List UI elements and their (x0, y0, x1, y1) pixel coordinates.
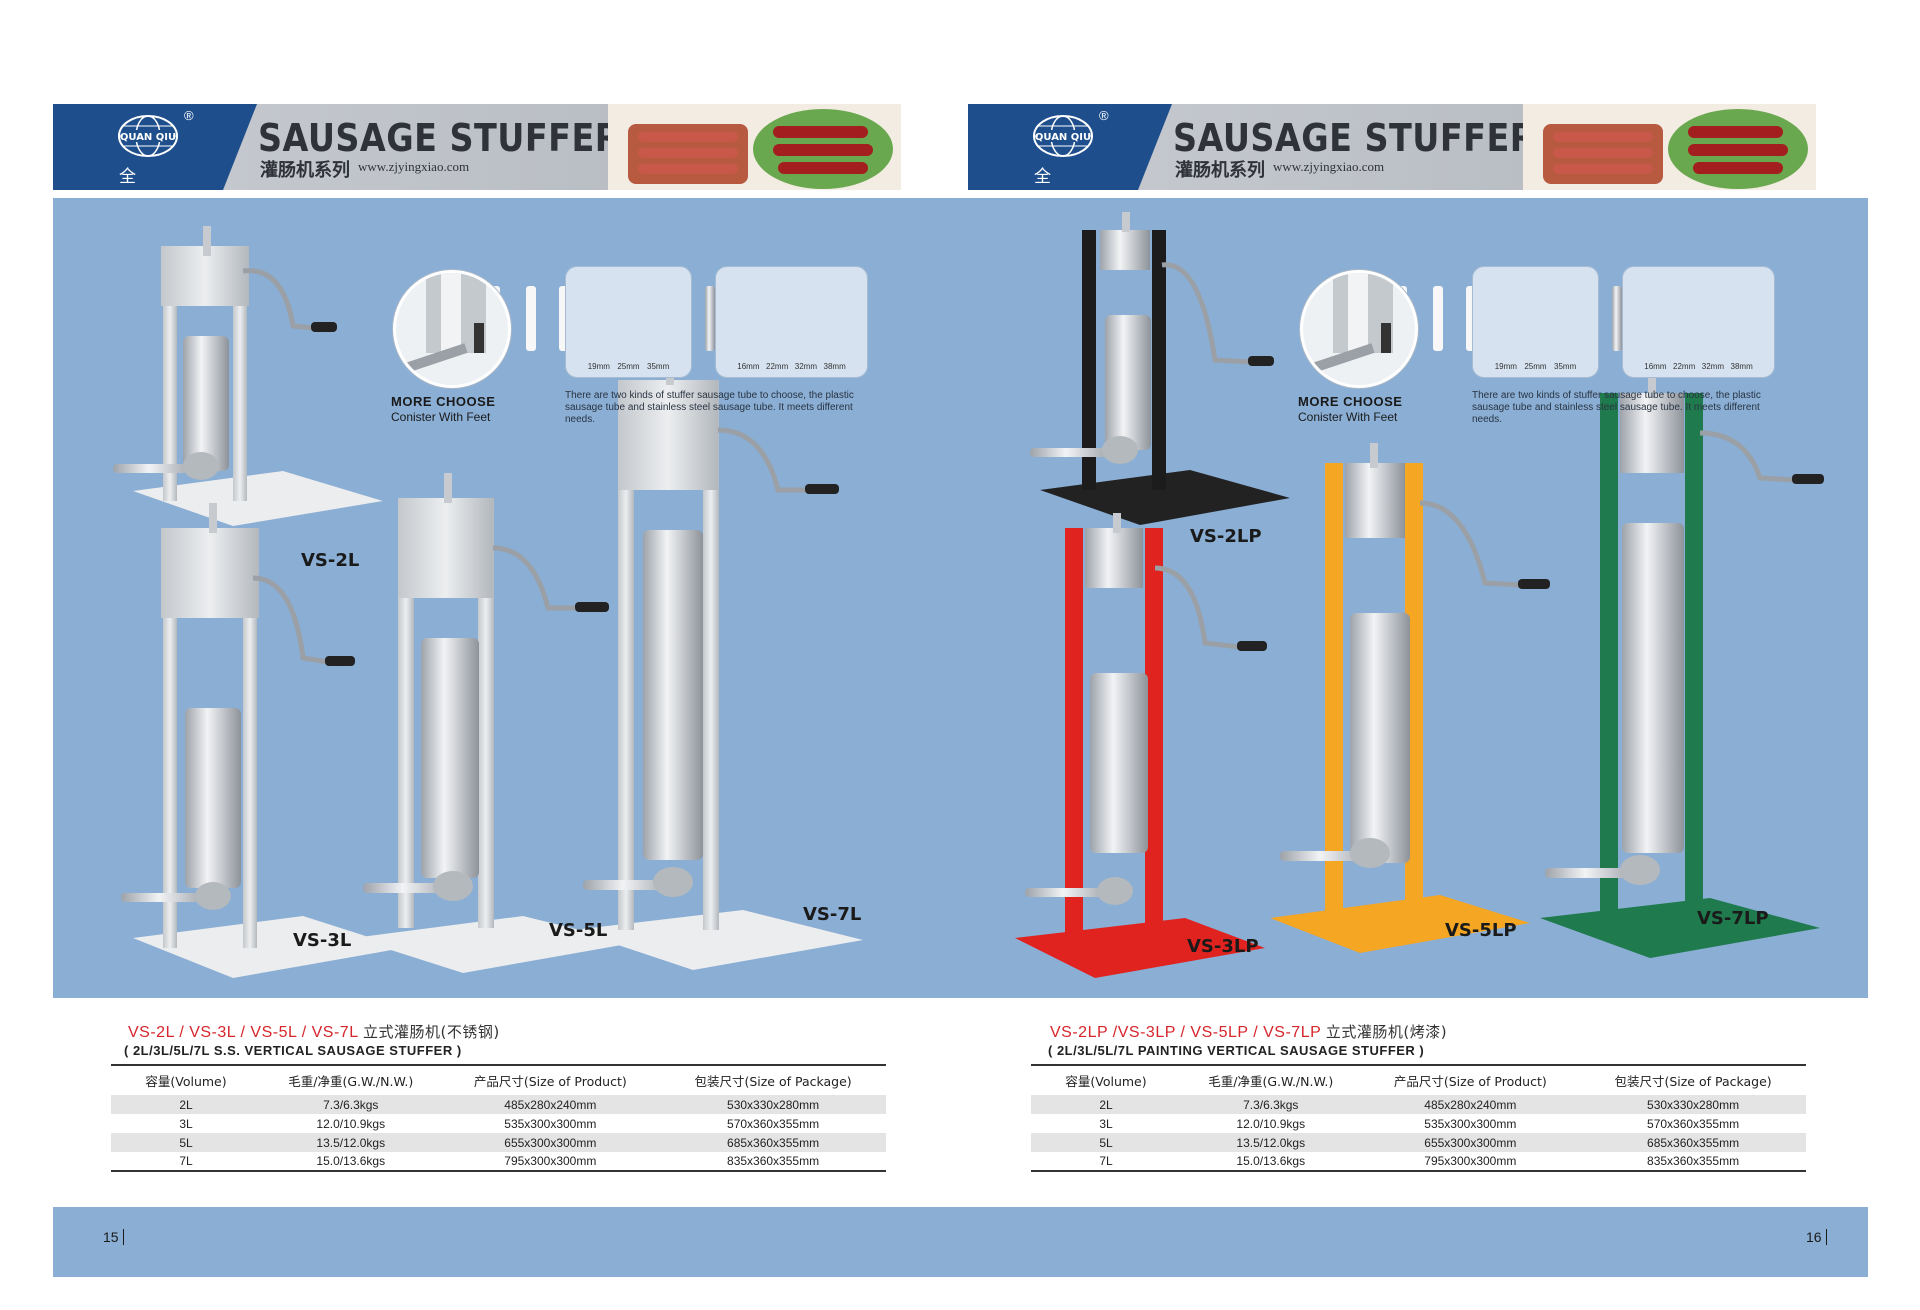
page-left: QUAN QIU ® 全球 SAUSAGE STUFFER 灌肠机系列 www.… (53, 104, 960, 1277)
vs-2l-stuffer (113, 226, 383, 526)
sausage-photo-icon (1523, 104, 1816, 190)
registered-mark: ® (1099, 108, 1109, 123)
sausage-photo-icon (608, 104, 901, 190)
model-vs-7l: VS-7L (803, 904, 862, 925)
page-right: QUAN QIU ® 全球 SAUSAGE STUFFER 灌肠机系列 www.… (960, 0, 1920, 1310)
header-band: QUAN QIU ® 全球 SAUSAGE STUFFER 灌肠机系列 www.… (53, 104, 901, 212)
model-vs-2lp: VS-2LP (1190, 526, 1262, 547)
steel-tube-box: 16mm 22mm 32mm 38mm (1622, 266, 1775, 378)
steel-tube-box: 16mm 22mm 32mm 38mm (715, 266, 868, 378)
tube-note: There are two kinds of stuffer sausage t… (565, 390, 854, 425)
painted-stuffers-illustration (1015, 212, 1824, 978)
globe-logo-icon: QUAN QIU (118, 115, 178, 157)
conister-label: Conister With Feet (391, 410, 491, 424)
page-title: SAUSAGE STUFFER (1173, 116, 1536, 160)
page-title-cn: 灌肠机系列 (260, 160, 350, 181)
page-title: SAUSAGE STUFFER (258, 116, 621, 160)
vs-7lp-stuffer (1540, 378, 1824, 958)
canister-feet-photo-icon (393, 270, 511, 388)
page-number: 16 (1806, 1229, 1827, 1245)
model-vs-5l: VS-5L (549, 920, 608, 941)
globe-logo-icon: QUAN QIU (1033, 115, 1093, 157)
model-vs-2l: VS-2L (301, 550, 360, 571)
vs-2lp-stuffer (1030, 212, 1290, 525)
page-number: 15 (103, 1229, 124, 1245)
plastic-tube-box: 19mm 25mm 35mm (565, 266, 692, 378)
product-panel: MORE CHOOSE Conister With Feet 19mm 25mm… (53, 198, 960, 998)
vs-3lp-stuffer (1015, 513, 1267, 978)
logo-text: QUAN QIU (1035, 132, 1091, 143)
model-vs-3lp: VS-3LP (1187, 936, 1259, 957)
registered-mark: ® (184, 108, 194, 123)
spec-title: VS-2LP /VS-3LP / VS-5LP / VS-7LP 立式灌肠机(烤… (1050, 1023, 1448, 1041)
spec-table: 容量(Volume)毛重/净重(G.W./N.W.) 产品尺寸(Size of … (111, 1064, 886, 1172)
vs-3l-stuffer (121, 503, 403, 978)
vs-7l-stuffer (573, 355, 863, 970)
conister-label: Conister With Feet (1298, 410, 1398, 424)
spec-subtitle: ( 2L/3L/5L/7L PAINTING VERTICAL SAUSAGE … (1048, 1043, 1425, 1058)
header-band: QUAN QIU ® 全球 SAUSAGE STUFFER 灌肠机系列 www.… (968, 104, 1816, 212)
spec-table: 容量(Volume)毛重/净重(G.W./N.W.) 产品尺寸(Size of … (1031, 1064, 1806, 1172)
vs-5lp-stuffer (1270, 443, 1550, 953)
footer-band: 15 (53, 1207, 960, 1277)
tube-note: There are two kinds of stuffer sausage t… (1472, 390, 1761, 425)
canister-feet-photo-icon (1300, 270, 1418, 388)
more-choose-label: MORE CHOOSE (1298, 394, 1403, 409)
website-url[interactable]: www.zjyingxiao.com (358, 159, 470, 174)
logo-text: QUAN QIU (120, 132, 176, 143)
model-vs-7lp: VS-7LP (1697, 908, 1769, 929)
plastic-tube-box: 19mm 25mm 35mm (1472, 266, 1599, 378)
spec-title: VS-2L / VS-3L / VS-5L / VS-7L 立式灌肠机(不锈钢) (128, 1023, 500, 1041)
website-url[interactable]: www.zjyingxiao.com (1273, 159, 1385, 174)
model-vs-5lp: VS-5LP (1445, 920, 1517, 941)
footer-band: 16 (960, 1207, 1868, 1277)
vs-5l-stuffer (353, 473, 633, 973)
page-title-cn: 灌肠机系列 (1175, 160, 1265, 181)
product-panel: MORE CHOOSE Conister With Feet 19mm 25mm… (960, 198, 1868, 998)
model-vs-3l: VS-3L (293, 930, 352, 951)
spec-subtitle: ( 2L/3L/5L/7L S.S. VERTICAL SAUSAGE STUF… (124, 1043, 462, 1058)
stainless-stuffers-illustration (113, 226, 863, 978)
more-choose-label: MORE CHOOSE (391, 394, 496, 409)
